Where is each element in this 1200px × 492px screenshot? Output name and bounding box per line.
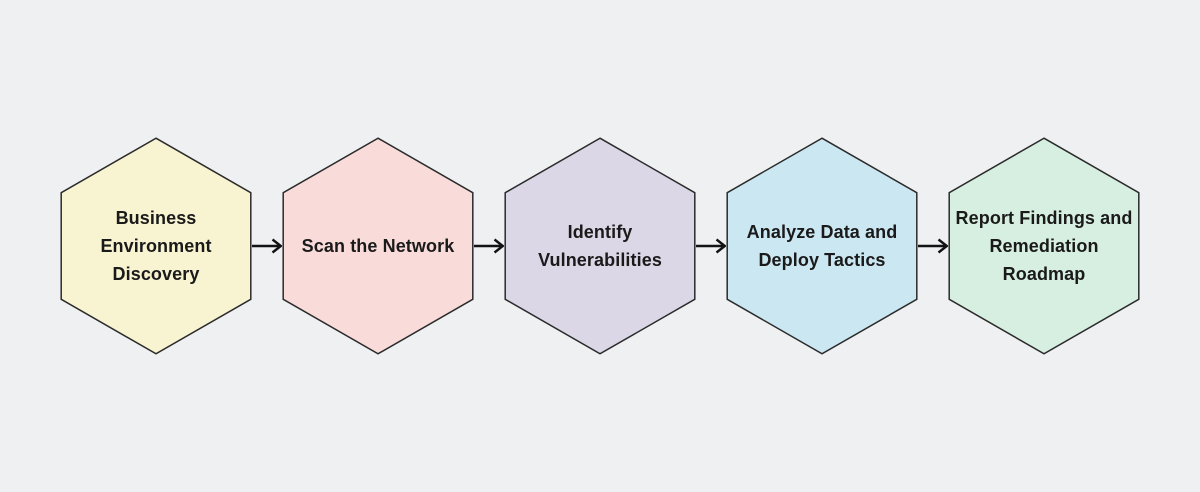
flow-connector <box>474 137 504 355</box>
arrow-right-icon <box>252 238 282 254</box>
hexagon-shape <box>726 137 918 355</box>
flow-connector <box>696 137 726 355</box>
step-label: Identify Vulnerabilities <box>538 222 662 270</box>
hexagon-shape <box>948 137 1140 355</box>
step-label: Analyze Data and Deploy Tactics <box>746 222 898 270</box>
arrow-right-icon <box>918 238 948 254</box>
process-step-hexagon[interactable]: Scan the Network <box>282 137 474 355</box>
arrow-right-icon <box>696 238 726 254</box>
hexagon-polygon <box>948 137 1140 355</box>
hexagon-shape <box>504 137 696 355</box>
hexagon-shape <box>60 137 252 355</box>
flow-connector <box>252 137 282 355</box>
process-step-hexagon[interactable]: Identify Vulnerabilities <box>504 137 696 355</box>
hexagon-polygon <box>504 137 696 355</box>
arrow-right-icon <box>474 238 504 254</box>
hexagon-polygon <box>726 137 918 355</box>
step-label: Business Environment Discovery <box>100 208 212 284</box>
hexagon-shape <box>282 137 474 355</box>
process-step-hexagon[interactable]: Analyze Data and Deploy Tactics <box>726 137 918 355</box>
hexagon-polygon <box>282 137 474 355</box>
flow-connector <box>918 137 948 355</box>
flowchart: Business Environment Discovery Scan the … <box>60 137 1140 355</box>
process-step-hexagon[interactable]: Report Findings and Remediation Roadmap <box>948 137 1140 355</box>
process-step-hexagon[interactable]: Business Environment Discovery <box>60 137 252 355</box>
hexagon-polygon <box>60 137 252 355</box>
step-label: Report Findings and Remediation Roadmap <box>955 208 1133 284</box>
step-label: Scan the Network <box>301 236 455 256</box>
